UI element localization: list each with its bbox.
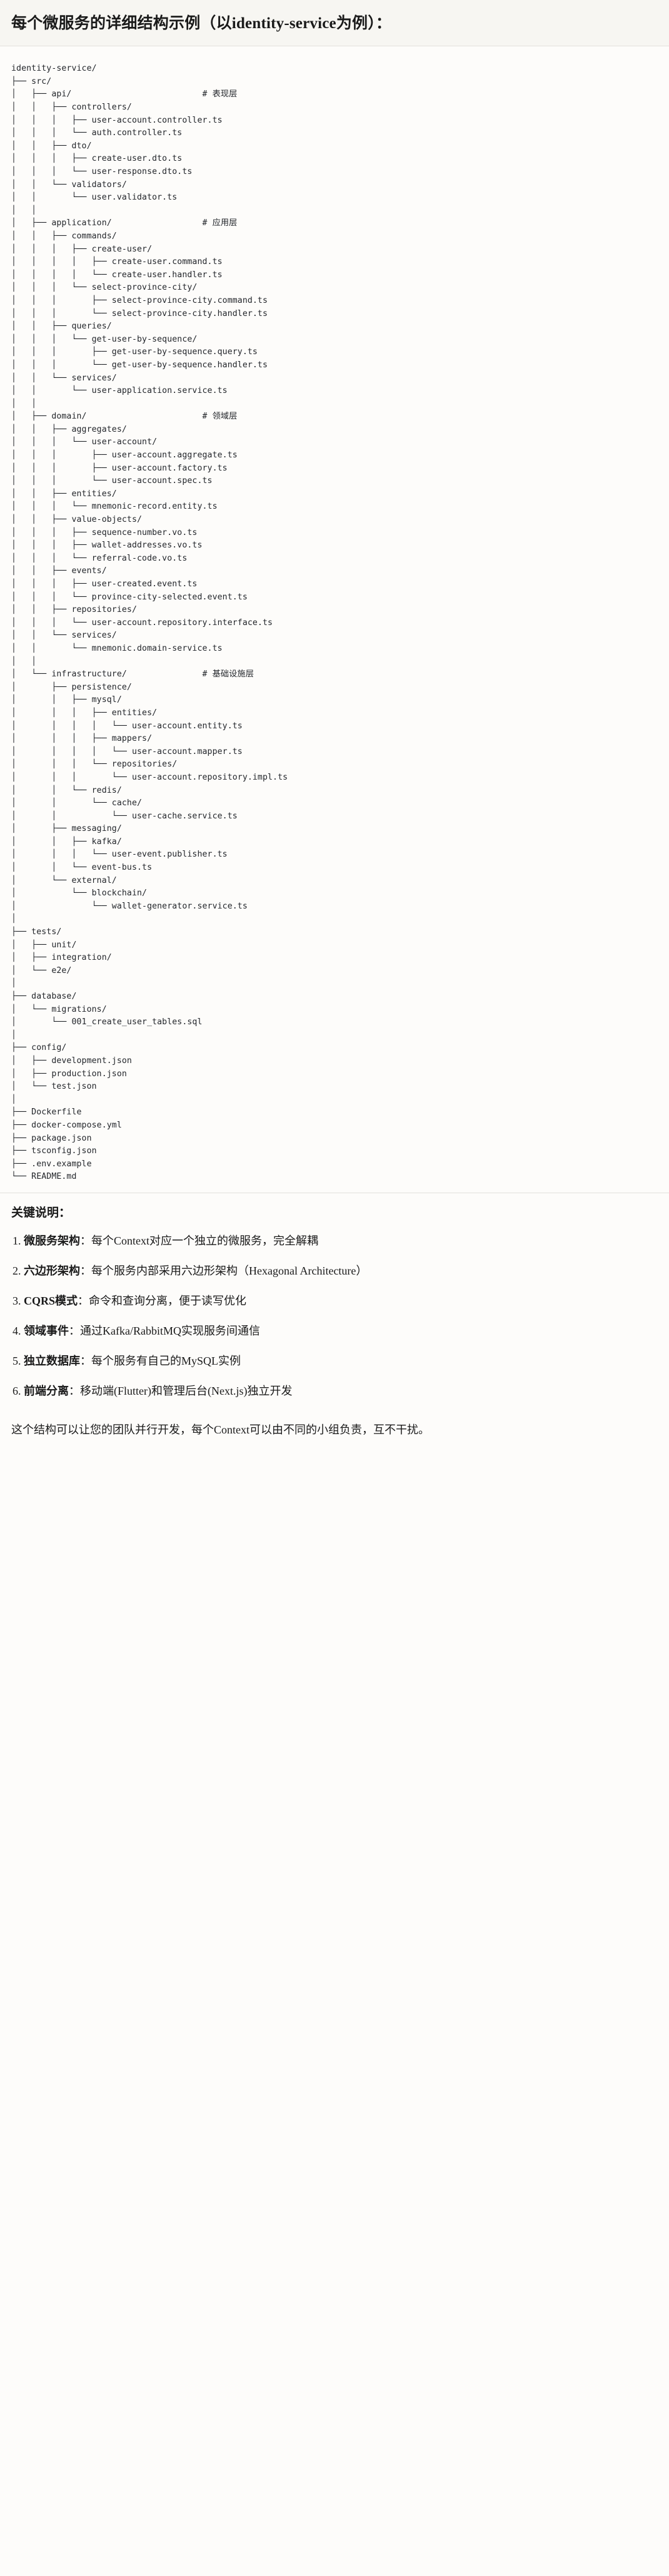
key-point-separator: ： xyxy=(69,1385,80,1398)
list-item: 领域事件：通过Kafka/RabbitMQ实现服务间通信 xyxy=(11,1323,658,1339)
list-item: 独立数据库：每个服务有自己的MySQL实例 xyxy=(11,1353,658,1369)
list-item: 前端分离：移动端(Flutter)和管理后台(Next.js)独立开发 xyxy=(11,1383,658,1399)
key-point-term: 领域事件 xyxy=(24,1324,69,1337)
list-item: 微服务架构：每个Context对应一个独立的微服务，完全解耦 xyxy=(11,1233,658,1249)
key-point-separator: ： xyxy=(69,1324,80,1337)
key-point-desc: 通过Kafka/RabbitMQ实现服务间通信 xyxy=(80,1324,260,1337)
key-points-section: 关键说明： 微服务架构：每个Context对应一个独立的微服务，完全解耦 六边形… xyxy=(0,1192,669,1418)
key-point-term: 六边形架构 xyxy=(24,1264,80,1277)
page-title: 每个微服务的详细结构示例（以identity-service为例）： xyxy=(11,15,392,32)
key-point-separator: ： xyxy=(78,1294,89,1307)
key-point-desc: 每个服务有自己的MySQL实例 xyxy=(91,1354,241,1367)
key-point-desc: 每个Context对应一个独立的微服务，完全解耦 xyxy=(91,1234,318,1247)
key-point-desc: 移动端(Flutter)和管理后台(Next.js)独立开发 xyxy=(80,1385,293,1398)
key-points-heading: 关键说明： xyxy=(11,1206,71,1219)
key-point-term: 前端分离 xyxy=(24,1385,69,1398)
key-point-term: CQRS模式 xyxy=(24,1294,78,1307)
list-item: 六边形架构：每个服务内部采用六边形架构（Hexagonal Architectu… xyxy=(11,1263,658,1279)
key-point-separator: ： xyxy=(80,1234,91,1247)
key-point-separator: ： xyxy=(80,1354,91,1367)
key-points-list: 微服务架构：每个Context对应一个独立的微服务，完全解耦 六边形架构：每个服… xyxy=(11,1233,658,1400)
key-point-desc: 每个服务内部采用六边形架构（Hexagonal Architecture） xyxy=(91,1264,368,1277)
directory-tree: identity-service/ ├── src/ │ ├── api/ # … xyxy=(11,64,288,1182)
directory-tree-block: identity-service/ ├── src/ │ ├── api/ # … xyxy=(0,46,669,1193)
key-point-term: 微服务架构 xyxy=(24,1234,80,1247)
list-item: CQRS模式：命令和查询分离，便于读写优化 xyxy=(11,1293,658,1309)
closing-paragraph: 这个结构可以让您的团队并行开发，每个Context可以由不同的小组负责，互不干扰… xyxy=(11,1423,430,1437)
document-header: 每个微服务的详细结构示例（以identity-service为例）： xyxy=(0,0,669,47)
key-point-separator: ： xyxy=(80,1264,91,1277)
document-page: 每个微服务的详细结构示例（以identity-service为例）： ident… xyxy=(0,0,669,1455)
key-point-term: 独立数据库 xyxy=(24,1354,80,1367)
key-point-desc: 命令和查询分离，便于读写优化 xyxy=(89,1294,247,1307)
